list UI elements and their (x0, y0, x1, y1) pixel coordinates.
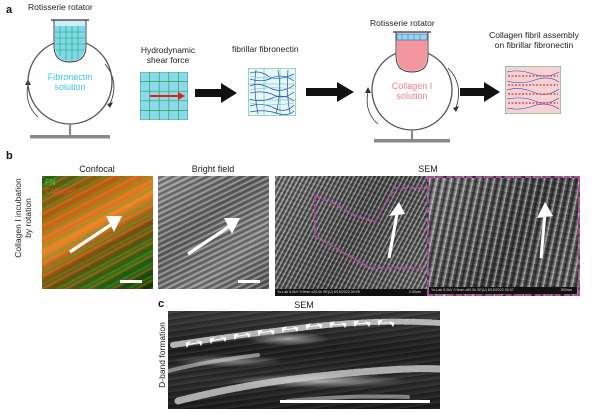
sem-image-low-mag: Yo-Lab 5.0kV 9.9mm x20.0k SE(U) 6/15/202… (275, 176, 427, 296)
zoom-region-outline (314, 187, 427, 269)
sem-footer-text-right: Yo-Lab 5.0kV 9.9mm x80.0k SE(U) 6/15/202… (431, 288, 514, 292)
scale-bar (120, 280, 142, 283)
direction-arrow-icon (537, 202, 553, 259)
col-header-brightfield: Bright field (191, 164, 235, 174)
assembly-line2: on fibrillar fibronectin (494, 40, 574, 50)
panel-c-letter: c (158, 298, 165, 310)
sem-footer-scale-left: 2.00um (409, 290, 421, 294)
shear-line1: Hydrodynamic (140, 45, 196, 55)
shear-force-label: Hydrodynamic shear force (128, 45, 208, 65)
direction-arrow-icon (387, 202, 405, 259)
brightfield-image (158, 176, 269, 289)
direction-arrow-icon (187, 218, 240, 256)
confocal-image: FN Collagen I (42, 176, 153, 289)
panel-b-side-label: Collagen I incubation by rotation (13, 173, 33, 263)
sem-footer-bar: Yo-Lab 5.0kV 9.9mm x20.0k SE(U) 6/15/202… (275, 289, 427, 296)
rotator-diagram-2 (365, 31, 460, 143)
process-arrow-1 (195, 83, 237, 103)
panel-c-side-label: D-band formation (157, 322, 167, 388)
scale-bar (280, 400, 430, 403)
panel-c-title: SEM (294, 300, 314, 310)
process-arrow-3 (460, 82, 500, 102)
direction-arrow-icon (69, 216, 122, 254)
process-arrow-2 (306, 82, 354, 102)
rotator-diagram-1 (25, 19, 115, 139)
col-header-confocal: Confocal (79, 164, 115, 174)
rotator-label-1: Rotisserie rotator (28, 2, 93, 12)
fibronectin-solution-line2: solution (54, 82, 86, 92)
sem-footer-bar: Yo-Lab 5.0kV 9.9mm x80.0k SE(U) 6/15/202… (429, 287, 577, 294)
collagen-assembly-icon (505, 66, 561, 114)
panel-b-letter: b (6, 150, 13, 162)
fibronectin-solution-line1: Fibronectin (47, 72, 93, 82)
shear-line2: shear force (146, 55, 190, 65)
rotator-label-2: Rotisserie rotator (370, 18, 435, 28)
fibril-strands (168, 318, 440, 405)
sem-image-high-mag: Yo-Lab 5.0kV 9.9mm x80.0k SE(U) 6/15/202… (427, 176, 580, 296)
collagen-solution-line2: solution (396, 91, 428, 101)
side-label-line1: Collagen I incubation (13, 178, 23, 258)
fibronectin-solution-label: Fibronectin solution (45, 72, 95, 92)
legend-fn: FN (45, 178, 56, 187)
side-label-line2: by rotation (23, 198, 33, 238)
shear-grid-icon (140, 72, 188, 120)
panel-a-letter: a (6, 4, 13, 16)
collagen-solution-label: Collagen I solution (386, 81, 438, 101)
assembly-line1: Collagen fibril assembly (489, 30, 579, 40)
scale-bar (238, 280, 260, 283)
assembly-label: Collagen fibril assembly on fibrillar fi… (474, 30, 594, 50)
collagen-solution-line1: Collagen I (391, 81, 433, 91)
fibrillar-fibronectin-label: fibrillar fibronectin (232, 44, 299, 54)
sem-footer-text-left: Yo-Lab 5.0kV 9.9mm x20.0k SE(U) 6/15/202… (277, 290, 360, 294)
legend-collagen: Collagen I (45, 187, 82, 196)
sem-dband-image (168, 311, 440, 409)
fibrillar-fibronectin-icon (248, 68, 296, 116)
sem-footer-scale-right: 500nm (561, 288, 572, 292)
col-header-sem: SEM (418, 164, 438, 174)
